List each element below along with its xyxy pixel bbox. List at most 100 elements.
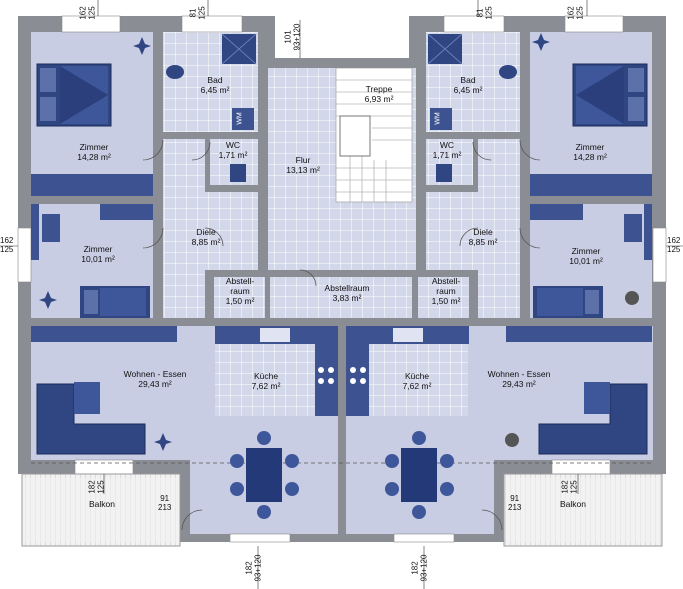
dim-value: 213 xyxy=(158,503,172,512)
dim-value: 162 xyxy=(667,236,681,245)
room-name: WC xyxy=(225,140,241,150)
dim-value: 182 xyxy=(410,561,420,575)
balconies xyxy=(21,473,663,547)
room-name: Abstell- xyxy=(431,276,461,286)
sink-left xyxy=(260,328,290,342)
room-name: Balkon xyxy=(89,499,115,509)
sink-right xyxy=(393,328,423,342)
room-area: 6,45 m² xyxy=(453,85,483,95)
wm-label-right: WM xyxy=(434,112,442,125)
room-area: 14,28 m² xyxy=(77,152,111,162)
room-name: WC xyxy=(439,140,455,150)
room-name: Diele xyxy=(196,227,216,237)
room-name: Zimmer xyxy=(575,142,605,152)
dim-value: 93+120 xyxy=(253,554,263,582)
room-area: 8,85 m² xyxy=(468,237,498,247)
wm-label-left: WM xyxy=(236,112,244,125)
dim-value: 91 xyxy=(510,494,520,503)
dining-table-left xyxy=(246,448,282,502)
beds xyxy=(36,63,648,318)
stair-well xyxy=(339,115,371,157)
washbasin-left xyxy=(166,65,184,79)
room-area: 7,62 m² xyxy=(251,381,281,391)
room-area: 10,01 m² xyxy=(81,254,115,264)
dim-value: 93+120 xyxy=(419,554,429,582)
plant-icon xyxy=(532,33,550,51)
dim-value: 101 xyxy=(283,30,293,44)
center-floors xyxy=(268,67,418,318)
room-name: Abstellraum xyxy=(324,283,370,293)
toilet-right xyxy=(436,164,452,182)
room-name: Küche xyxy=(404,371,430,381)
dim-value: 125 xyxy=(484,6,494,20)
dim-value: 162 xyxy=(566,6,576,20)
dining-table-right xyxy=(401,448,437,502)
room-name: Bad xyxy=(460,75,476,85)
dim-value: 81 xyxy=(188,8,198,18)
dim-value: 93+120 xyxy=(292,23,302,51)
dining-tables xyxy=(230,431,454,519)
room-label-balkon-right: Balkon xyxy=(560,499,586,509)
room-name: raum xyxy=(230,286,250,296)
room-area: 6,45 m² xyxy=(200,85,230,95)
room-name: Zimmer xyxy=(79,142,109,152)
light-well xyxy=(275,10,409,58)
room-area: 1,50 m² xyxy=(431,296,461,306)
dim-value: 81 xyxy=(475,8,485,18)
plant-icon xyxy=(505,433,519,447)
room-name: Abstell- xyxy=(225,276,255,286)
room-name: Wohnen - Essen xyxy=(487,369,551,379)
room-area: 1,71 m² xyxy=(218,150,248,160)
dim-value: 125 xyxy=(575,6,585,20)
dim-value: 125 xyxy=(667,245,681,254)
room-name: raum xyxy=(436,286,456,296)
dim-value: 125 xyxy=(569,480,579,494)
dim-value: 182 xyxy=(87,480,97,494)
dim-value: 125 xyxy=(96,480,106,494)
dim-value: 125 xyxy=(0,245,14,254)
dim-value: 213 xyxy=(508,503,522,512)
room-area: 14,28 m² xyxy=(573,152,607,162)
room-area: 10,01 m² xyxy=(569,256,603,266)
room-name: Wohnen - Essen xyxy=(123,369,187,379)
bath-fixtures xyxy=(166,33,517,182)
diele-right-floor xyxy=(478,132,520,322)
plant-icon xyxy=(625,291,639,305)
dim-value: 162 xyxy=(0,236,14,245)
room-name: Flur xyxy=(295,155,311,165)
washbasin-right xyxy=(499,65,517,79)
room-name: Diele xyxy=(473,227,493,237)
room-area: 29,43 m² xyxy=(502,379,536,389)
room-area: 1,50 m² xyxy=(225,296,255,306)
desks xyxy=(42,214,642,242)
room-area: 1,71 m² xyxy=(432,150,462,160)
abstell-right-floor xyxy=(418,277,469,318)
kitchen-counters xyxy=(215,326,469,416)
dim-value: 91 xyxy=(160,494,170,503)
